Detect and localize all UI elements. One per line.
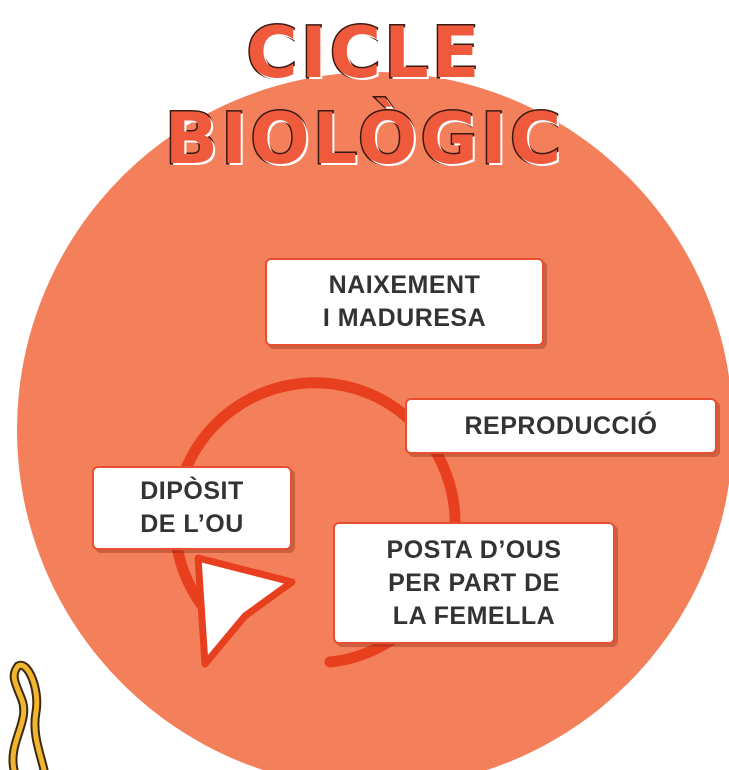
title-line-2: BIOLÒGIC <box>163 97 565 182</box>
step-naixement-i-maduresa: NAIXEMENT I MADURESA <box>265 258 544 346</box>
step-diposit-de-lou: DIPÒSIT DE L’OU <box>92 466 292 550</box>
step-posta-dous: POSTA D’OUS PER PART DE LA FEMELLA <box>333 522 615 644</box>
title-line-1: CICLE <box>245 11 483 96</box>
decorative-squiggle-fill <box>10 662 47 770</box>
cycle-arrowhead <box>194 554 296 668</box>
step-reproduccio: REPRODUCCIÓ <box>405 398 717 454</box>
